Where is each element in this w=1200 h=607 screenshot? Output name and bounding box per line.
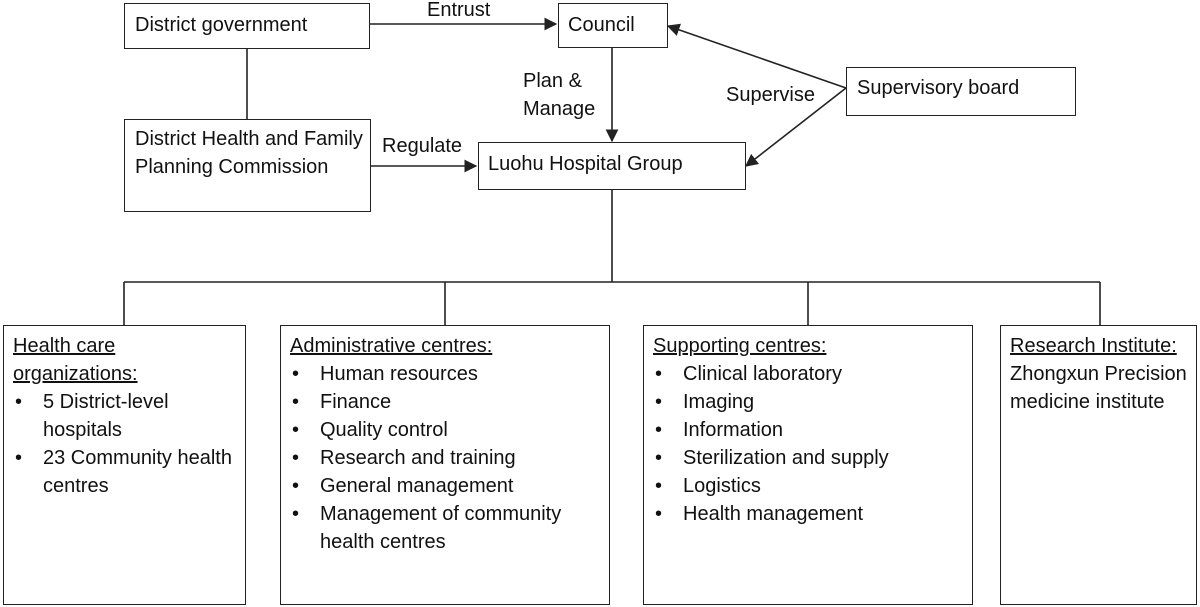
list-item: 5 District-level hospitals xyxy=(13,388,239,444)
category-health-care-organizations: Health care organizations: 5 District-le… xyxy=(3,325,246,605)
node-hospital-group-label: Luohu Hospital Group xyxy=(488,153,683,175)
list-item: Quality control xyxy=(290,416,603,444)
node-health-commission: District Health and Family Planning Comm… xyxy=(124,119,371,212)
supervise-council-arrow xyxy=(666,23,847,89)
list-item: Management of community health centres xyxy=(290,500,590,556)
node-council-label: Council xyxy=(568,14,635,36)
list-item: Sterilization and supply xyxy=(653,444,966,472)
edge-label-supervise: Supervise xyxy=(726,84,815,106)
list-item: Information xyxy=(653,416,966,444)
category-supporting-centres: Supporting centres: Clinical laboratory … xyxy=(643,325,973,605)
edge-label-plan-manage: Plan & Manage xyxy=(523,70,596,120)
edge-label-regulate: Regulate xyxy=(382,135,463,157)
category-item-list: 5 District-level hospitals 23 Community … xyxy=(13,388,239,500)
node-hospital-group: Luohu Hospital Group xyxy=(478,142,746,190)
category-heading: Administrative centres: xyxy=(290,335,493,357)
list-item: 23 Community health centres xyxy=(13,444,239,500)
node-district-government: District government xyxy=(124,3,370,49)
category-item-list: Clinical laboratory Imaging Information … xyxy=(653,360,966,528)
list-item: General management xyxy=(290,472,603,500)
list-item: Finance xyxy=(290,388,603,416)
list-item: Clinical laboratory xyxy=(653,360,966,388)
research-institute-text: Zhongxun Precision medicine institute xyxy=(1010,363,1187,413)
node-district-government-label: District government xyxy=(135,14,308,36)
list-item: Logistics xyxy=(653,472,966,500)
node-supervisory-board: Supervisory board xyxy=(846,67,1076,116)
list-item: Imaging xyxy=(653,388,966,416)
category-item-list: Human resources Finance Quality control … xyxy=(290,360,603,556)
category-heading: Research Institute: xyxy=(1010,335,1177,357)
supervise-hospital-arrow xyxy=(744,87,847,167)
node-council: Council xyxy=(558,3,668,48)
category-research-institute: Research Institute: Zhongxun Precision m… xyxy=(1000,325,1197,605)
list-item: Human resources xyxy=(290,360,603,388)
category-heading: Supporting centres: xyxy=(653,335,827,357)
node-supervisory-board-label: Supervisory board xyxy=(857,77,1020,99)
list-item: Research and training xyxy=(290,444,603,472)
edge-label-entrust: Entrust xyxy=(427,0,491,21)
list-item: Health management xyxy=(653,500,966,528)
category-administrative-centres: Administrative centres: Human resources … xyxy=(280,325,610,605)
node-health-commission-label: District Health and Family Planning Comm… xyxy=(135,128,363,178)
category-heading: Health care organizations: xyxy=(13,335,138,385)
